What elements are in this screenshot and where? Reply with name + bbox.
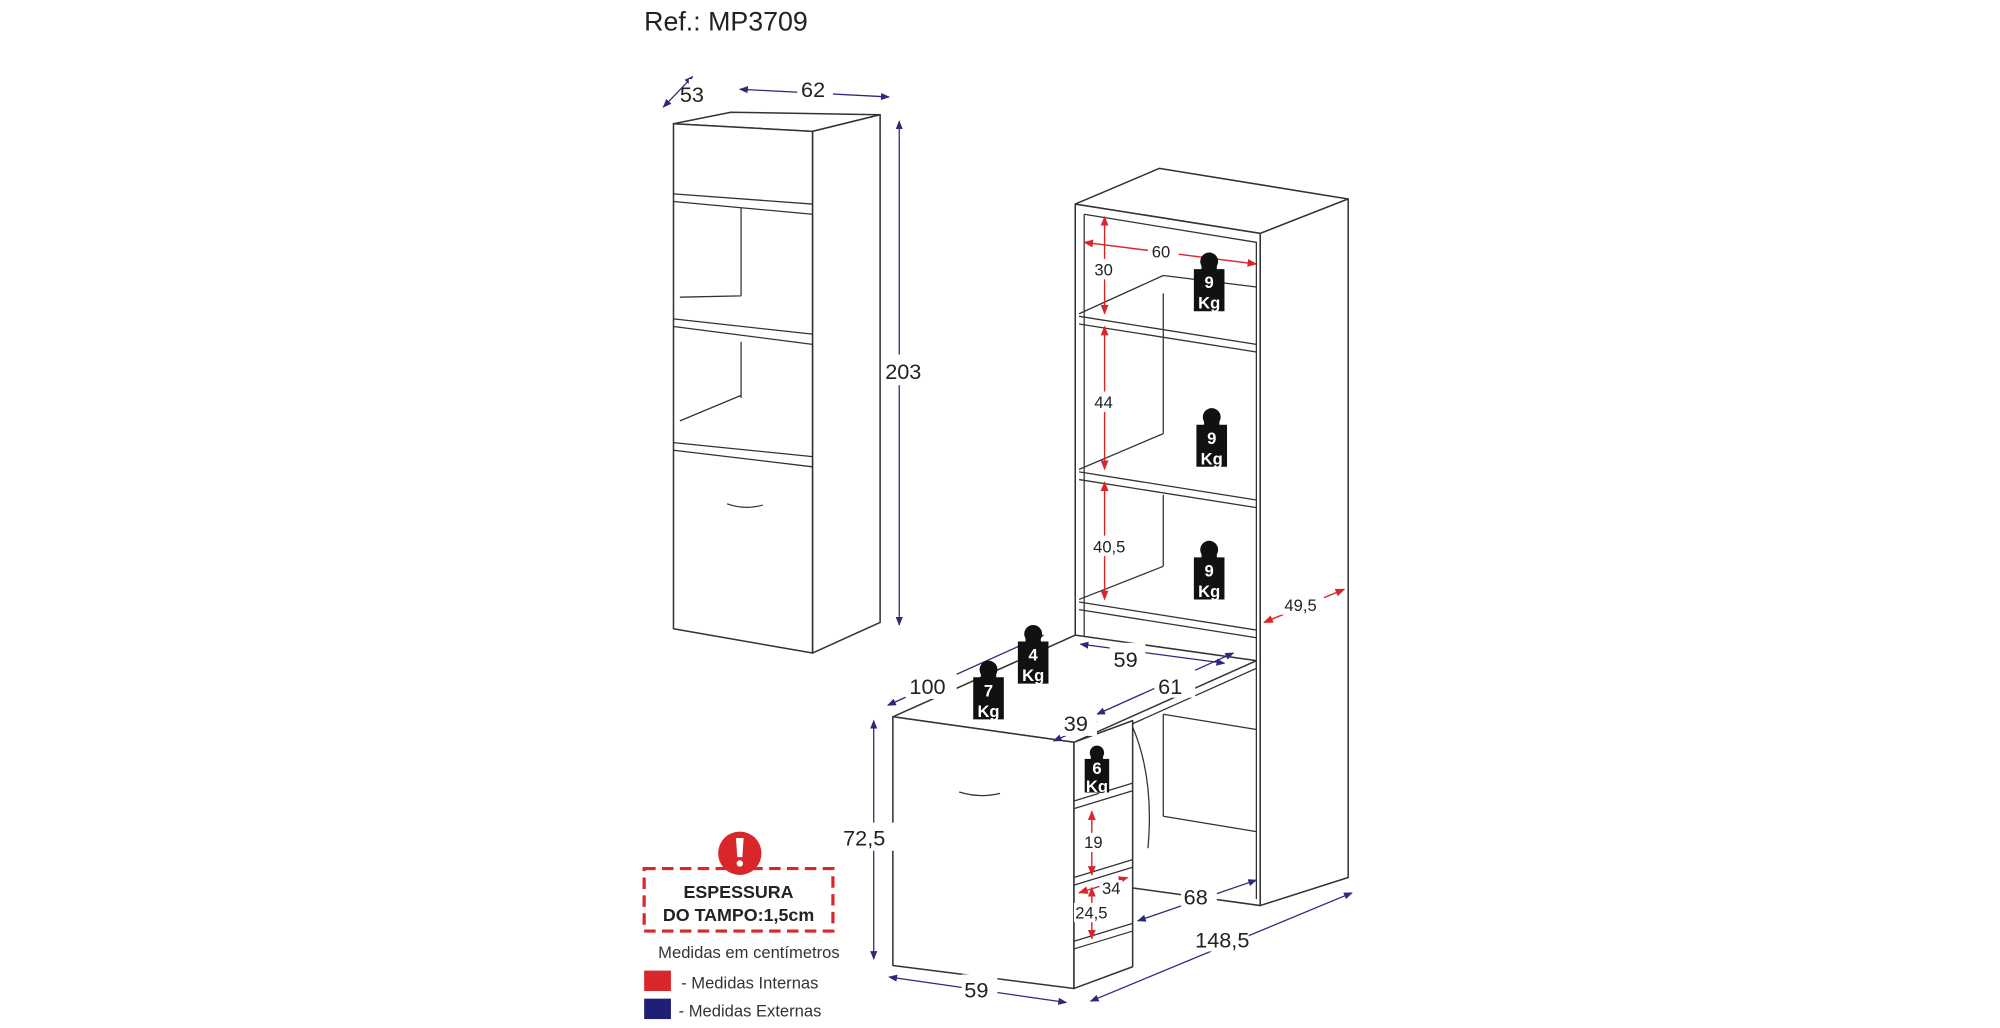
legend-swatch-internal bbox=[644, 970, 671, 992]
svg-text:9: 9 bbox=[1205, 561, 1214, 580]
svg-text:9: 9 bbox=[1207, 429, 1216, 448]
svg-text:59: 59 bbox=[964, 977, 988, 1002]
weight-badge: 9Kg bbox=[1196, 408, 1228, 468]
svg-text:6: 6 bbox=[1092, 759, 1101, 778]
reference-title: Ref.: MP3709 bbox=[644, 7, 808, 37]
svg-text:Kg: Kg bbox=[1086, 777, 1108, 796]
svg-text:- Medidas Internas: - Medidas Internas bbox=[681, 973, 818, 992]
external-dimensions: 59 100 61 39 72,5 68 148,5 59 bbox=[841, 634, 1353, 1005]
open-tower-drawing bbox=[892, 167, 1349, 990]
svg-text:DO TAMPO:1,5cm: DO TAMPO:1,5cm bbox=[663, 905, 814, 925]
svg-text:7: 7 bbox=[984, 681, 993, 700]
svg-text:4: 4 bbox=[1029, 646, 1039, 665]
svg-text:68: 68 bbox=[1184, 884, 1208, 909]
svg-text:59: 59 bbox=[1114, 647, 1138, 672]
left-external-dimensions: 53 62 203 bbox=[662, 73, 929, 626]
svg-text:Kg: Kg bbox=[1201, 449, 1223, 468]
svg-text:Kg: Kg bbox=[1022, 666, 1044, 685]
svg-text:148,5: 148,5 bbox=[1195, 928, 1249, 953]
svg-text:61: 61 bbox=[1158, 674, 1182, 699]
weight-badge: 9Kg bbox=[1193, 540, 1225, 601]
svg-text:72,5: 72,5 bbox=[843, 826, 885, 851]
svg-text:60: 60 bbox=[1152, 243, 1170, 262]
legend-swatch-external bbox=[644, 998, 671, 1020]
svg-text:34: 34 bbox=[1102, 879, 1120, 898]
thickness-notice: ESPESSURA DO TAMPO:1,5cm bbox=[642, 831, 835, 933]
weight-badge: 9Kg bbox=[1193, 252, 1225, 313]
weight-badge: 7Kg bbox=[973, 660, 1004, 721]
svg-text:39: 39 bbox=[1064, 711, 1088, 736]
svg-text:53: 53 bbox=[680, 82, 704, 107]
weight-badge: 4Kg bbox=[1017, 624, 1049, 685]
svg-text:Kg: Kg bbox=[977, 702, 999, 721]
svg-text:ESPESSURA: ESPESSURA bbox=[683, 882, 793, 902]
svg-text:9: 9 bbox=[1205, 273, 1214, 292]
svg-text:100: 100 bbox=[909, 674, 945, 699]
svg-text:30: 30 bbox=[1094, 260, 1112, 279]
svg-text:24,5: 24,5 bbox=[1075, 903, 1107, 922]
svg-text:40,5: 40,5 bbox=[1093, 537, 1125, 556]
weight-badge: 6Kg bbox=[1084, 745, 1110, 796]
svg-text:19: 19 bbox=[1084, 833, 1102, 852]
svg-text:- Medidas Externas: - Medidas Externas bbox=[679, 1002, 822, 1021]
legend: Medidas em centímetros - Medidas Interna… bbox=[644, 943, 840, 1021]
svg-text:Kg: Kg bbox=[1198, 582, 1220, 601]
svg-text:203: 203 bbox=[885, 359, 921, 384]
svg-text:Medidas em centímetros: Medidas em centímetros bbox=[658, 943, 840, 962]
svg-text:49,5: 49,5 bbox=[1284, 596, 1316, 615]
svg-text:Kg: Kg bbox=[1198, 294, 1220, 313]
svg-text:62: 62 bbox=[801, 77, 825, 102]
closed-cabinet-drawing bbox=[672, 111, 881, 654]
svg-text:44: 44 bbox=[1094, 393, 1112, 412]
